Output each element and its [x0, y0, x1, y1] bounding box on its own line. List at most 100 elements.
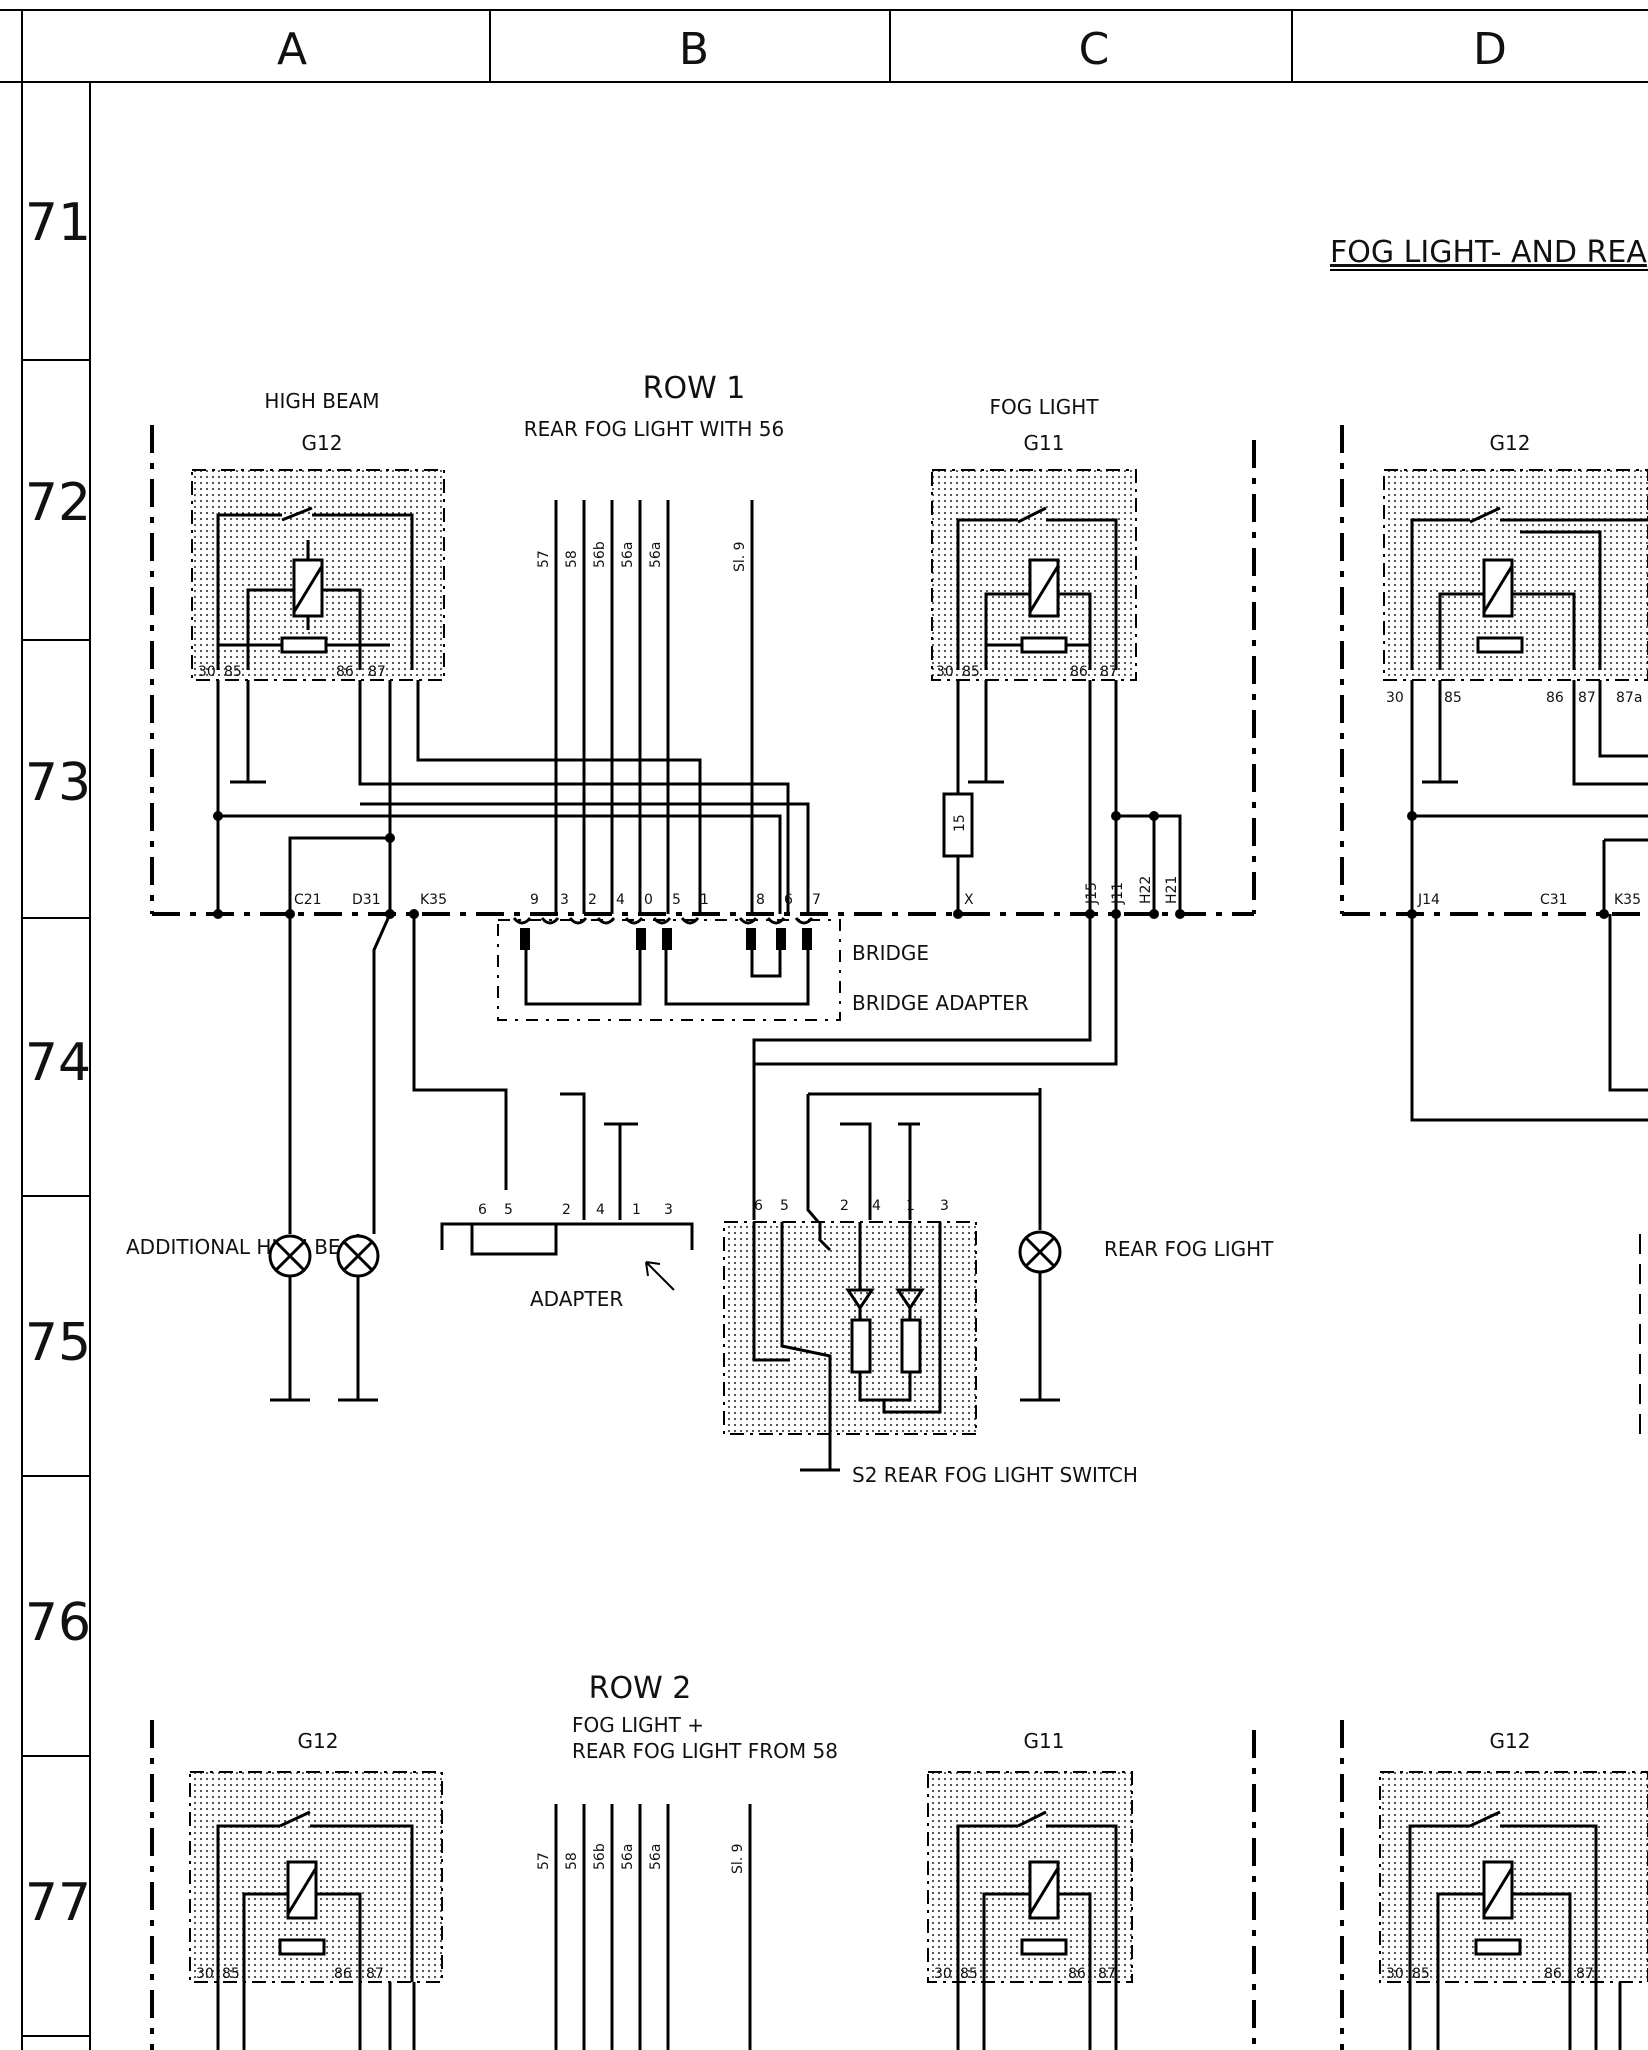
pin-label: 86: [334, 1966, 352, 1982]
adapter-pin: 5: [504, 1202, 513, 1218]
relay-right: G12 30 85 86 87 87a: [1383, 431, 1648, 706]
terminal-label: 57: [536, 1852, 552, 1870]
pin-label: 30: [1386, 1966, 1404, 1982]
lower-wiring: [288, 913, 1118, 1234]
bridge-pin: 2: [588, 892, 597, 908]
row-label: 74: [25, 1033, 91, 1093]
bridge-connectors: [497, 917, 841, 1021]
relay-wiring: 15: [216, 680, 1648, 1122]
fuse-label: 15: [952, 814, 968, 832]
connector-label: J15: [1084, 882, 1100, 905]
adapter-pin: 3: [664, 1202, 673, 1218]
terminal-label: 56b: [592, 541, 608, 568]
row-label: 76: [25, 1593, 91, 1653]
row-label: 71: [25, 193, 91, 253]
connector-label: X: [964, 892, 974, 908]
row1-heading: ROW 1: [643, 371, 746, 406]
relay-id: G12: [298, 1729, 339, 1753]
terminal-label: 56a: [620, 1844, 636, 1870]
row-label: 73: [25, 753, 91, 813]
pin-label: 85: [224, 664, 242, 680]
connector-label: K35: [1614, 892, 1641, 908]
rear-fog-light-lamp: REAR FOG LIGHT: [1018, 1230, 1274, 1402]
pin-label: 30: [196, 1966, 214, 1982]
relay-high-beam: HIGH BEAM G12 30 85 86 87: [191, 389, 445, 681]
pin-label: 85: [1444, 690, 1462, 706]
pin-label: 87a: [1616, 690, 1642, 706]
switch-pin: 1: [906, 1198, 915, 1214]
bridge-pin: 9: [530, 892, 539, 908]
row-label: 75: [25, 1313, 91, 1373]
pin-label: 30: [936, 664, 954, 680]
connector-label: J11: [1110, 882, 1126, 905]
column-label: C: [1079, 24, 1110, 75]
column-labels: A B C D: [277, 24, 1507, 75]
switch-pin: 6: [754, 1198, 763, 1214]
relay-label: FOG LIGHT: [990, 395, 1100, 419]
relay-id: G11: [1024, 1729, 1065, 1753]
pin-label: 86: [1070, 664, 1088, 680]
row-labels: 71 72 73 74 75 76 77: [25, 193, 91, 1933]
connector-label: J14: [1417, 892, 1440, 908]
row2-subheading-1: FOG LIGHT +: [572, 1713, 704, 1737]
pin-label: 87: [1100, 664, 1118, 680]
terminal-label: 58: [564, 1852, 580, 1870]
switch-pin: 5: [780, 1198, 789, 1214]
switch-pin: 2: [840, 1198, 849, 1214]
pin-label: 85: [962, 664, 980, 680]
adapter: 6 5 2 4 1 3 ADAPTER: [440, 1202, 694, 1311]
pin-label: 87: [1578, 690, 1596, 706]
pin-label: 85: [1412, 1966, 1430, 1982]
bridge-pin: 1: [700, 892, 709, 908]
pin-label: 87: [1576, 1966, 1594, 1982]
row1-subheading: REAR FOG LIGHT WITH 56: [524, 417, 784, 441]
adapter-pin: 4: [596, 1202, 605, 1218]
adapter-label: ADAPTER: [530, 1287, 623, 1311]
relay-fog-light: FOG LIGHT G11 30 85 86 87: [931, 395, 1137, 681]
pin-label: 87: [368, 664, 386, 680]
pin-label: 30: [198, 664, 216, 680]
terminal-label: 56a: [620, 542, 636, 568]
terminal-label: 57: [536, 550, 552, 568]
adapter-pin: 6: [478, 1202, 487, 1218]
relay-id: G12: [1490, 431, 1531, 455]
rear-fog-light-switch: 6 5 2 4 1 3 S2 REAR FOG LIGHT SWITCH: [723, 1198, 1138, 1487]
pin-label: 30: [1386, 690, 1404, 706]
connector-label: D31: [352, 892, 381, 908]
bridge-pin: 5: [672, 892, 681, 908]
row-label: 77: [25, 1873, 91, 1933]
relay-id: G12: [1490, 1729, 1531, 1753]
terminal-label: Sl. 9: [732, 541, 748, 572]
switch-pin: 3: [940, 1198, 949, 1214]
connector-label: H21: [1164, 876, 1180, 904]
row2-terminal-bus: 57 58 56b 56a 56a Sl. 9: [536, 1804, 752, 2050]
bridge-pin: 7: [812, 892, 821, 908]
column-label: A: [277, 24, 307, 75]
diagram-title: FOG LIGHT- AND REA: [1330, 235, 1647, 270]
terminal-bus: 57 58 56b 56a 56a Sl. 9: [536, 500, 754, 914]
row2-heading: ROW 2: [589, 1671, 692, 1706]
pin-label: 85: [960, 1966, 978, 1982]
column-label: B: [679, 24, 709, 75]
adapter-pin: 2: [562, 1202, 571, 1218]
pin-label: 86: [336, 664, 354, 680]
row2-relay-left: G12 30 85 86 87: [189, 1729, 443, 2050]
switch-pin: 4: [872, 1198, 881, 1214]
row2-subheading-2: REAR FOG LIGHT FROM 58: [572, 1739, 838, 1763]
connector-label: C31: [1540, 892, 1568, 908]
terminal-label: 56a: [648, 1844, 664, 1870]
terminal-label: Sl. 9: [730, 1843, 746, 1874]
bridge-pin: 4: [616, 892, 625, 908]
pin-label: 87: [366, 1966, 384, 1982]
pin-label: 87: [1098, 1966, 1116, 1982]
bridge-pins: 9 3 2 4 0 5 1 8 6 7: [530, 892, 821, 908]
terminal-label: 56b: [592, 1843, 608, 1870]
bridge-pin: 0: [644, 892, 653, 908]
connector-label: K35: [420, 892, 447, 908]
relay-id: G11: [1024, 431, 1065, 455]
lamp-label: REAR FOG LIGHT: [1104, 1237, 1274, 1261]
bridge-pin: 6: [784, 892, 793, 908]
drawing-frame: [0, 9, 1648, 2050]
row2-relay-mid: G11 30 85 86 87: [927, 1729, 1133, 2050]
